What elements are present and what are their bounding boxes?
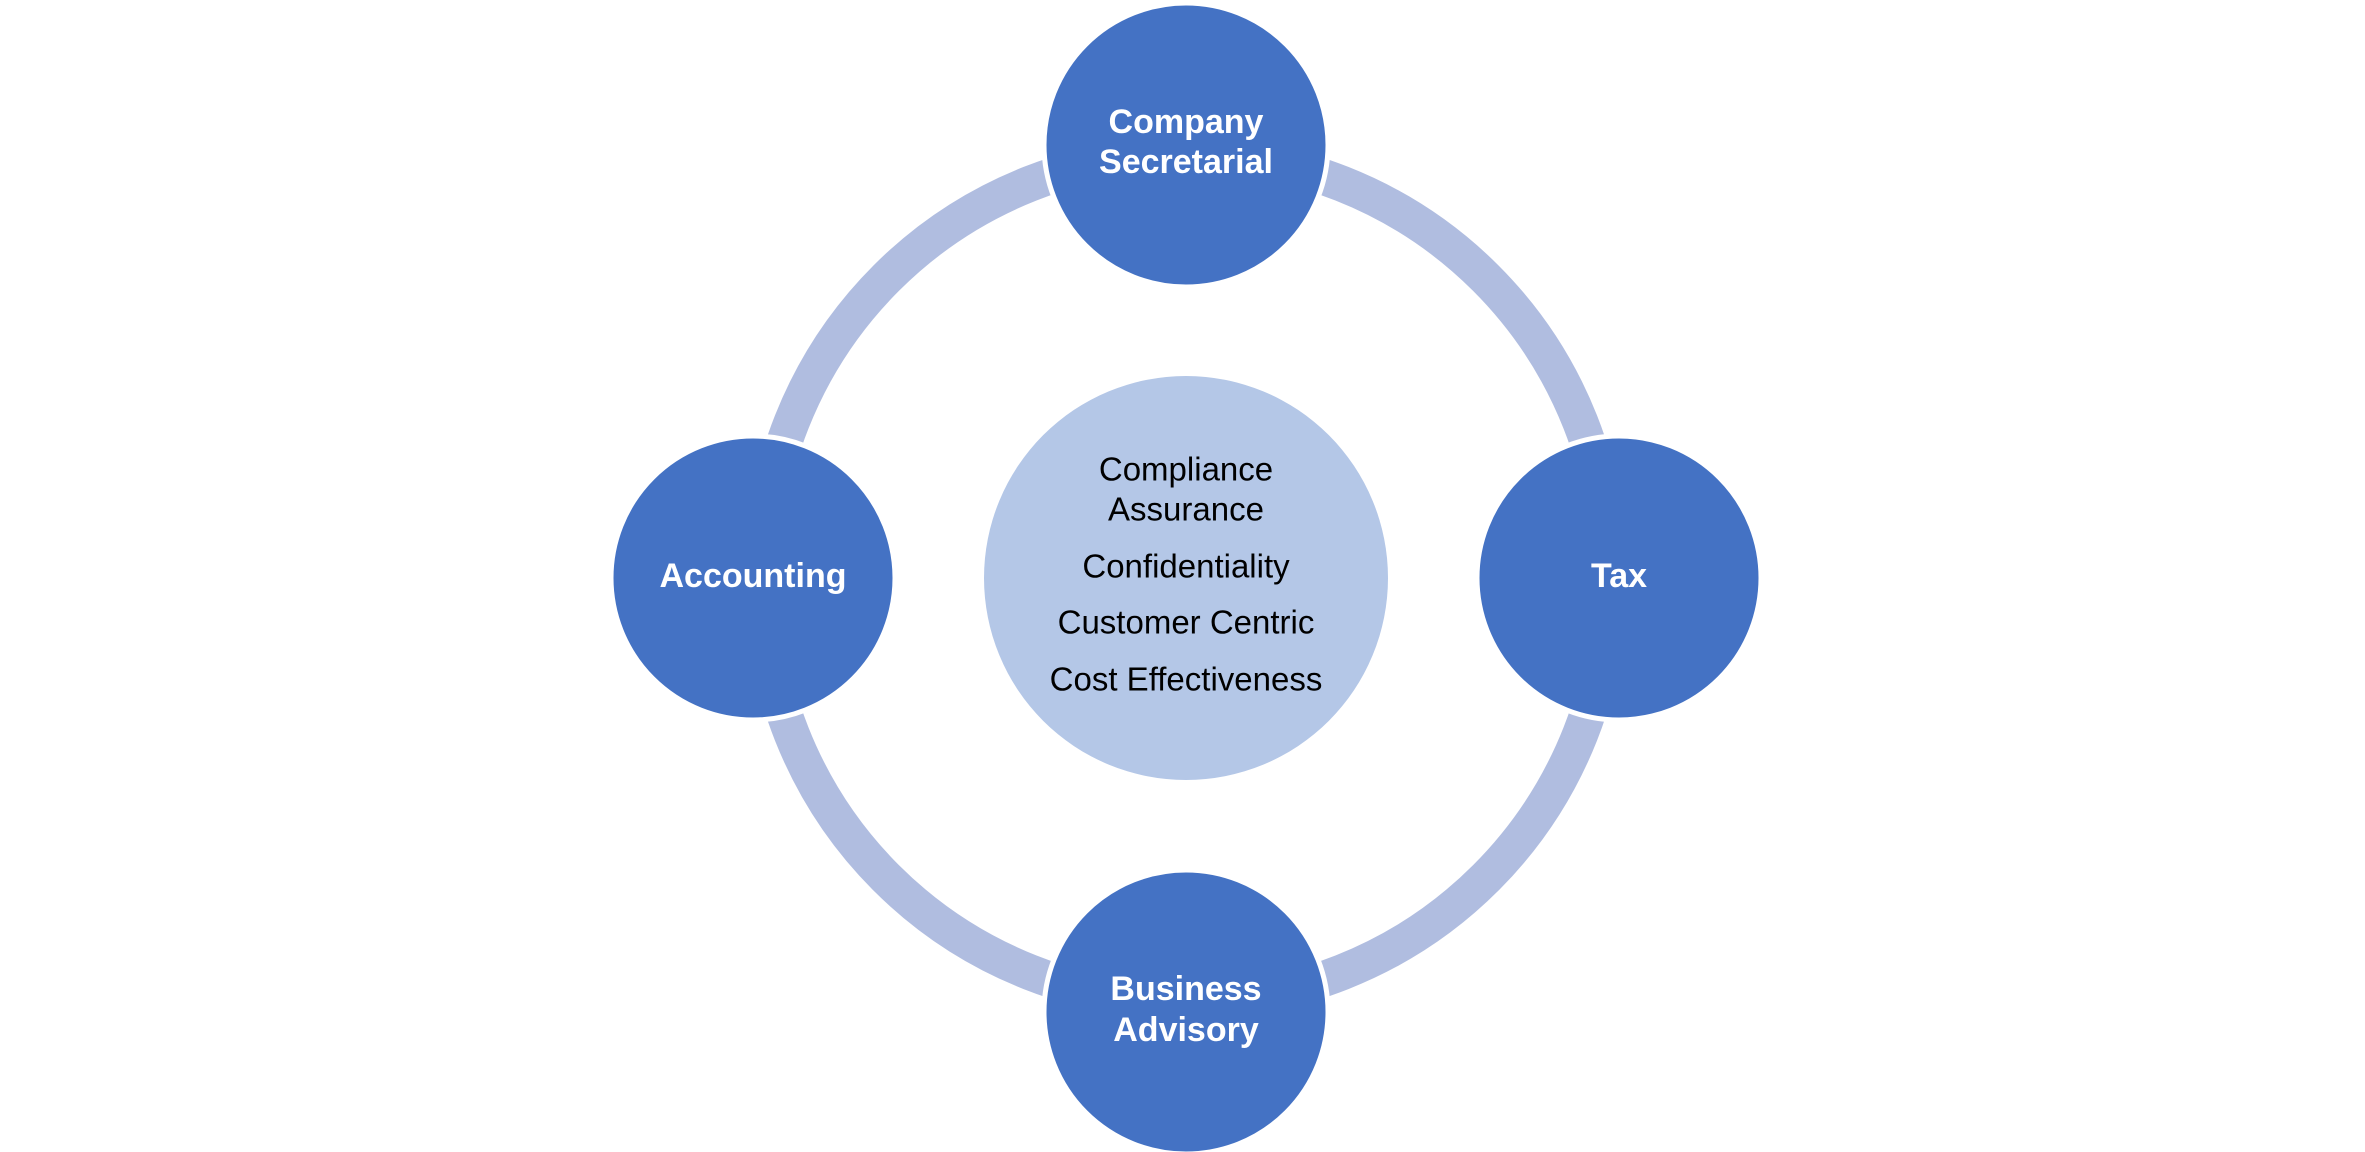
node-label-business: Business <box>1110 970 1261 1008</box>
node-label-advisory: Advisory <box>1113 1011 1259 1049</box>
center-value-confidentiality: Confidentiality <box>1082 548 1290 585</box>
node-tax <box>1474 433 1764 723</box>
center-value-cost-effectiveness: Cost Effectiveness <box>1050 661 1323 698</box>
center-value-customer-centric: Customer Centric <box>1058 604 1315 641</box>
node-accounting <box>608 433 898 723</box>
node-company-secretarial <box>1041 0 1331 290</box>
center-values-circle <box>984 376 1388 780</box>
center-value-compliance: Compliance <box>1099 451 1273 488</box>
node-label-company: Company <box>1109 103 1264 141</box>
node-business-advisory <box>1041 867 1331 1152</box>
node-label-accounting: Accounting <box>660 557 847 595</box>
node-label-tax: Tax <box>1591 557 1647 595</box>
node-label-secretarial: Secretarial <box>1099 143 1273 181</box>
center-value-assurance: Assurance <box>1108 491 1264 528</box>
